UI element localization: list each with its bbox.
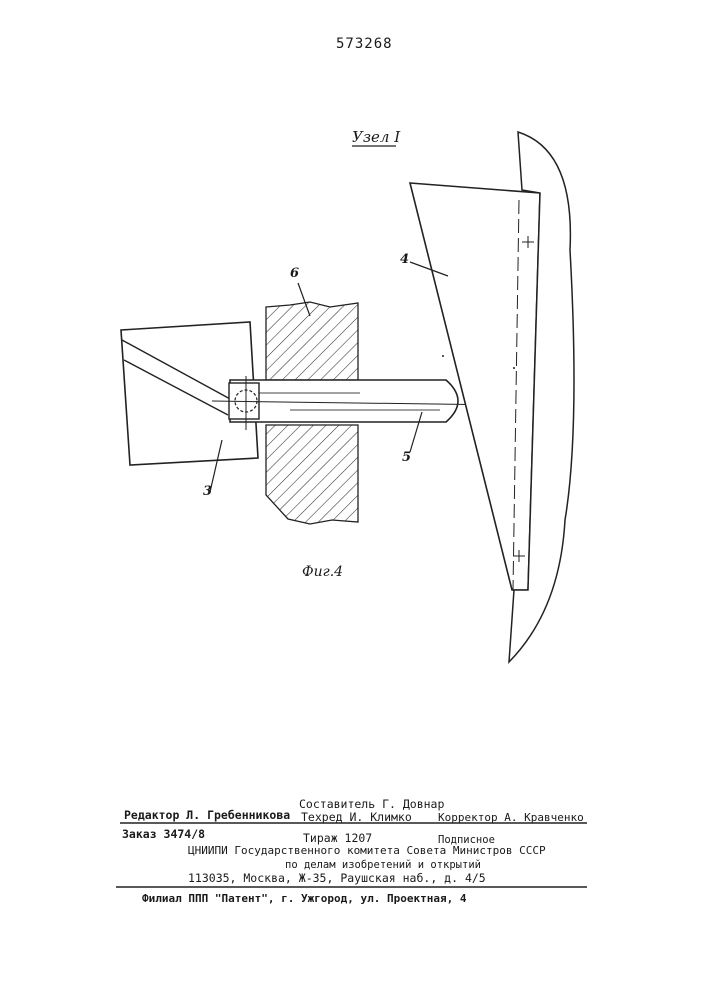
imprint-order: Заказ 3474/8 — [122, 827, 205, 841]
imprint-tech-editor: Техред И. Климко — [301, 810, 412, 824]
imprint-branch: Филиал ППП "Патент", г. Ужгород, ул. Про… — [142, 892, 467, 905]
part-label-5: 5 — [402, 450, 411, 465]
imprint-circulation: Тираж 1207 — [303, 831, 372, 845]
imprint-compiler: Составитель Г. Довнар — [299, 797, 444, 811]
imprint-editor: Редактор Л. Гребенникова — [124, 808, 290, 822]
imprint-address: 113035, Москва, Ж-35, Раушская наб., д. … — [188, 871, 486, 885]
detail-label: Узел I — [352, 128, 400, 146]
imprint-proofreader: Корректор А. Кравченко — [438, 811, 584, 824]
figure-caption: Фиг.4 — [302, 564, 343, 580]
part-label-6: 6 — [290, 266, 299, 281]
part-label-4: 4 — [400, 252, 409, 267]
imprint-department: по делам изобретений и открытий — [285, 859, 481, 871]
imprint-institute: ЦНИИПИ Государственного комитета Совета … — [188, 844, 546, 857]
part-label-3: 3 — [203, 484, 212, 499]
